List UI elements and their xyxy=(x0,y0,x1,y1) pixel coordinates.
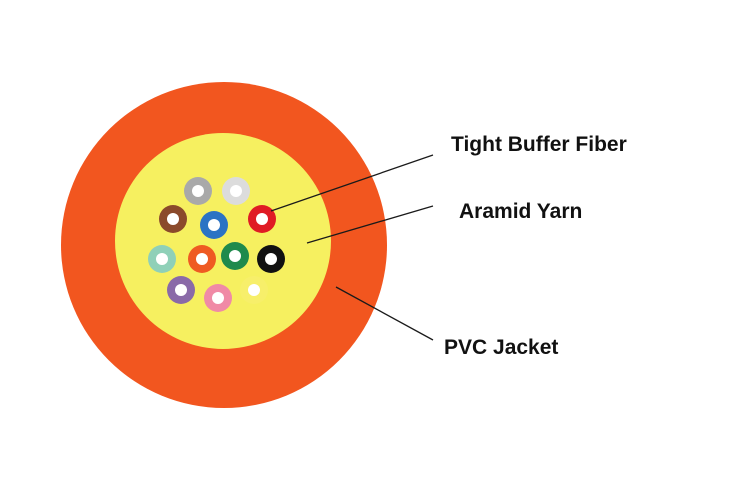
tight-buffer-fiber-label: Tight Buffer Fiber xyxy=(451,133,627,156)
black-fiber xyxy=(257,245,285,273)
aramid-yarn-layer xyxy=(115,133,331,349)
gray-fiber xyxy=(184,177,212,205)
gray-fiber-core xyxy=(192,185,204,197)
pvc-jacket-label: PVC Jacket xyxy=(444,336,558,359)
orange-fiber xyxy=(188,245,216,273)
orange-fiber-core xyxy=(196,253,208,265)
blue-fiber-core xyxy=(208,219,220,231)
rose-fiber-core xyxy=(212,292,224,304)
white-fiber-core xyxy=(230,185,242,197)
white-fiber xyxy=(222,177,250,205)
yellow-fiber xyxy=(240,276,268,304)
brown-fiber-core xyxy=(167,213,179,225)
aramid-yarn-label: Aramid Yarn xyxy=(459,200,582,223)
green-fiber xyxy=(221,242,249,270)
violet-fiber-core xyxy=(175,284,187,296)
violet-fiber xyxy=(167,276,195,304)
green-fiber-core xyxy=(229,250,241,262)
pvc-jacket-leader-line xyxy=(335,286,434,341)
tight-buffer-fibers-group xyxy=(148,177,285,312)
blue-fiber xyxy=(200,211,228,239)
red-fiber-core xyxy=(256,213,268,225)
aramid-yarn-leader-line xyxy=(306,205,434,244)
brown-fiber xyxy=(159,205,187,233)
red-fiber xyxy=(248,205,276,233)
tight-buffer-fiber-leader-line xyxy=(270,154,434,212)
aqua-fiber xyxy=(148,245,176,273)
aqua-fiber-core xyxy=(156,253,168,265)
black-fiber-core xyxy=(265,253,277,265)
rose-fiber xyxy=(204,284,232,312)
yellow-fiber-core xyxy=(248,284,260,296)
